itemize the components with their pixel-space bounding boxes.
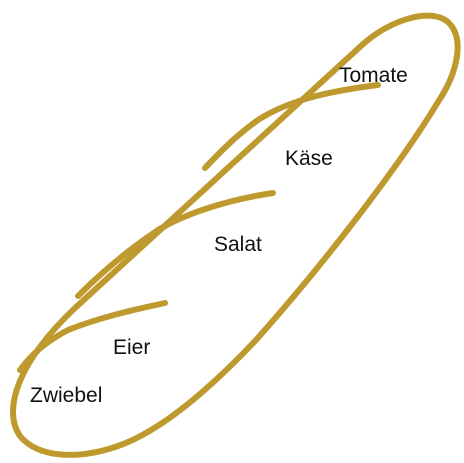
label-zwiebel: Zwiebel xyxy=(30,385,102,406)
label-kaese: Käse xyxy=(285,148,333,169)
label-tomate: Tomate xyxy=(339,65,408,86)
label-eier: Eier xyxy=(113,337,150,358)
label-salat: Salat xyxy=(214,234,262,255)
